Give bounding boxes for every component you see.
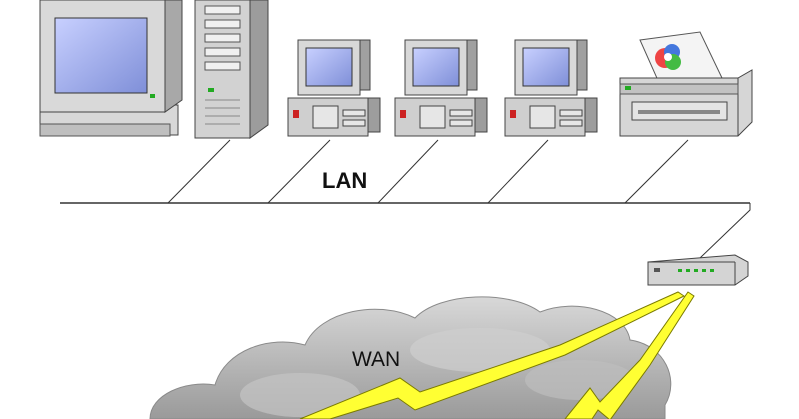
printer-icon [619,31,753,137]
lan-label: LAN [322,168,367,193]
desktop-computer-icon [39,0,183,137]
pc-icon [394,39,488,137]
wan-label: WAN [352,348,400,371]
lightning-bolt-icon [299,291,685,419]
tower-server-icon [194,0,269,139]
pc-icon [287,39,381,137]
router-icon [647,254,749,286]
pc-icon [504,39,598,137]
wan-lightning-links [299,291,695,419]
lightning-bolt-icon [564,291,695,419]
lan-drop-lines [167,139,751,259]
